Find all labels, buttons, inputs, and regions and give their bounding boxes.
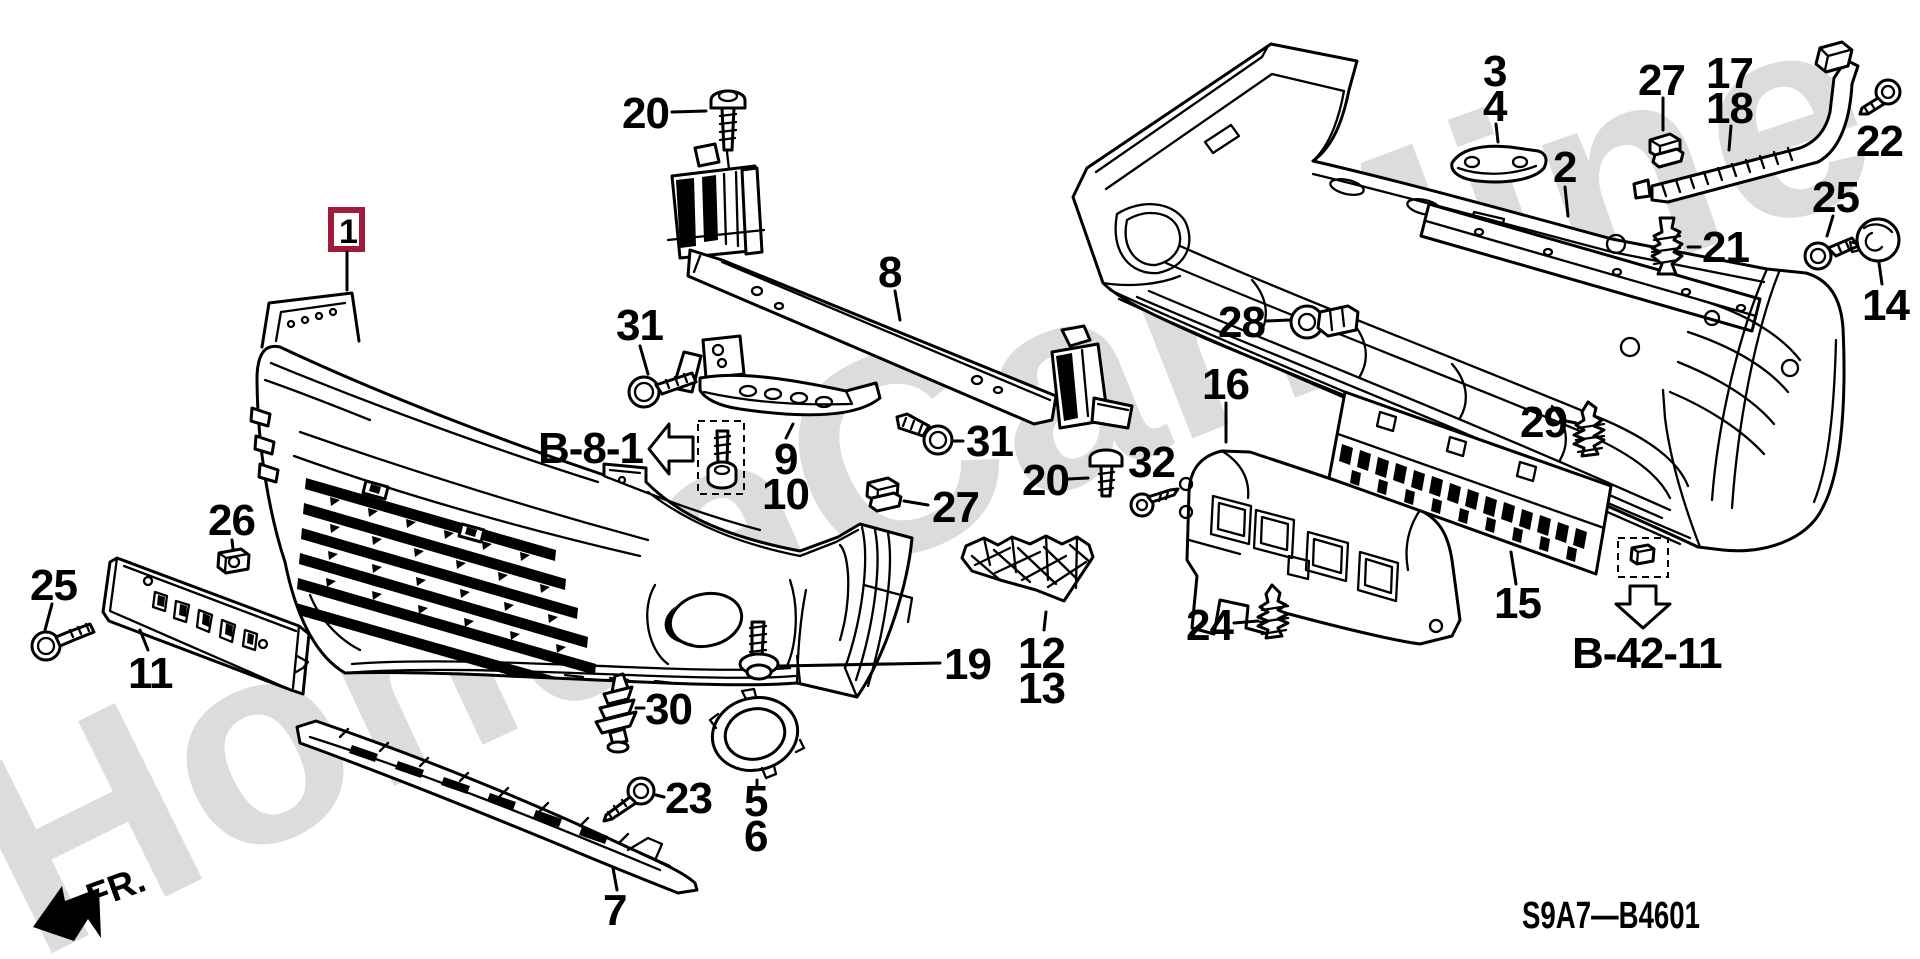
- svg-text:27: 27: [932, 483, 979, 532]
- svg-text:12: 12: [1018, 629, 1065, 678]
- svg-text:B-8-1: B-8-1: [538, 424, 644, 473]
- svg-text:6: 6: [744, 812, 767, 861]
- svg-text:24: 24: [1186, 601, 1234, 650]
- svg-text:14: 14: [1862, 281, 1910, 330]
- svg-text:2: 2: [1553, 143, 1576, 192]
- svg-text:31: 31: [966, 417, 1013, 466]
- svg-text:21: 21: [1702, 223, 1749, 272]
- svg-text:11: 11: [128, 649, 173, 698]
- svg-text:17: 17: [1706, 49, 1753, 98]
- svg-text:25: 25: [30, 561, 77, 610]
- svg-text:8: 8: [878, 248, 902, 297]
- svg-text:15: 15: [1494, 579, 1541, 628]
- svg-text:20: 20: [1022, 456, 1069, 505]
- svg-text:7: 7: [603, 886, 626, 935]
- svg-text:23: 23: [665, 774, 712, 823]
- svg-text:1: 1: [339, 213, 358, 251]
- svg-text:3: 3: [1483, 47, 1506, 96]
- svg-text:32: 32: [1128, 438, 1175, 487]
- svg-text:B-42-11: B-42-11: [1572, 629, 1722, 678]
- svg-text:19: 19: [944, 640, 991, 689]
- svg-text:9: 9: [774, 435, 797, 484]
- svg-text:10: 10: [762, 470, 809, 519]
- svg-text:28: 28: [1218, 298, 1265, 347]
- svg-text:5: 5: [744, 777, 768, 826]
- svg-text:26: 26: [208, 496, 255, 545]
- svg-text:13: 13: [1018, 664, 1065, 713]
- svg-text:25: 25: [1812, 173, 1859, 222]
- svg-text:30: 30: [645, 685, 692, 734]
- svg-text:31: 31: [616, 301, 663, 350]
- svg-text:20: 20: [622, 89, 669, 138]
- svg-text:27: 27: [1638, 56, 1685, 105]
- svg-text:S9A7—B4601: S9A7—B4601: [1522, 895, 1700, 937]
- svg-text:29: 29: [1520, 398, 1567, 447]
- svg-text:16: 16: [1202, 360, 1249, 409]
- svg-text:22: 22: [1856, 117, 1903, 166]
